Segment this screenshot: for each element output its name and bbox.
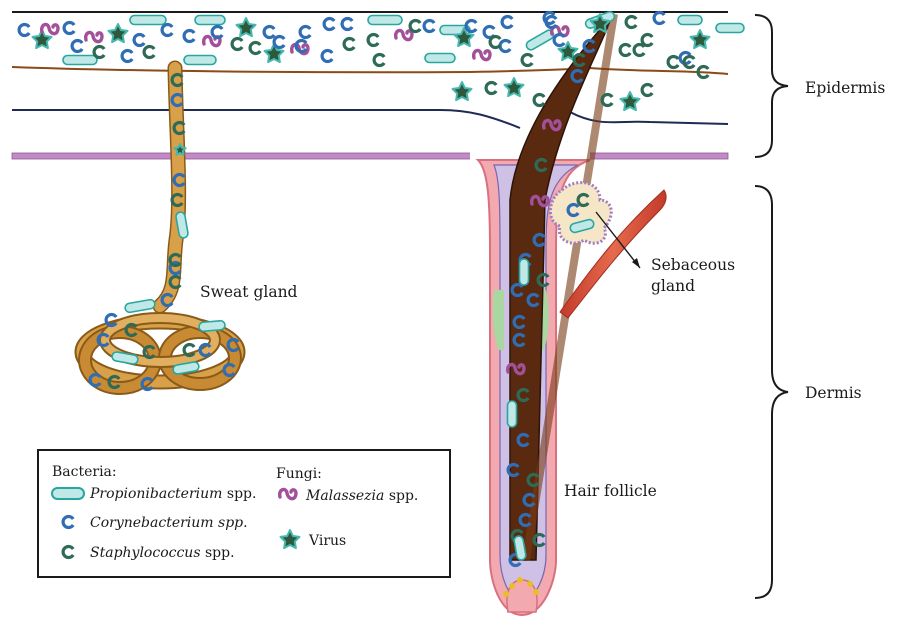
corynebacterium-coccus-icon bbox=[162, 24, 172, 35]
propionibacterium-rod-icon bbox=[425, 54, 455, 63]
staphylococcus-coccus-icon bbox=[232, 39, 242, 50]
virus-star-icon bbox=[691, 30, 710, 48]
propionibacterium-rod-icon bbox=[195, 16, 225, 25]
staphylococcus-coccus-icon bbox=[642, 35, 652, 46]
staphylococcus-coccus-icon bbox=[620, 45, 630, 56]
hair-follicle-label: Hair follicle bbox=[564, 482, 657, 500]
legend-bacteria-heading: Bacteria: bbox=[52, 464, 117, 480]
staphylococcus-coccus-icon bbox=[522, 55, 532, 66]
sebaceous-gland-label-line1: Sebaceous bbox=[651, 256, 735, 274]
corynebacterium-coccus-icon bbox=[184, 31, 194, 42]
staphylococcus-coccus-icon bbox=[374, 55, 384, 66]
epidermis-brace bbox=[755, 15, 788, 157]
legend-item-corynebacterium: Corynebacterium spp. bbox=[90, 515, 248, 531]
propionibacterium-rod-icon bbox=[130, 16, 166, 25]
sebaceous-gland-label-line2: gland bbox=[651, 277, 695, 295]
corynebacterium-coccus-icon bbox=[554, 35, 564, 46]
corynebacterium-coccus-icon bbox=[64, 23, 74, 34]
corynebacterium-coccus-icon bbox=[19, 24, 29, 35]
virus-star-icon bbox=[109, 24, 128, 42]
legend-fungi-heading: Fungi: bbox=[276, 466, 322, 482]
legend-item-virus: Virus bbox=[308, 533, 346, 549]
staphylococcus-coccus-icon bbox=[250, 43, 260, 54]
corynebacterium-coccus-icon bbox=[322, 51, 332, 62]
sweat-gland-label: Sweat gland bbox=[200, 283, 298, 301]
hair-follicle bbox=[478, 14, 614, 615]
staphylococcus-coccus-icon bbox=[486, 83, 496, 94]
corynebacterium-coccus-icon bbox=[324, 19, 334, 30]
virus-star-icon bbox=[237, 18, 256, 36]
propionibacterium-rod-icon bbox=[678, 16, 702, 25]
corynebacterium-coccus-icon bbox=[654, 13, 664, 24]
staphylococcus-coccus-icon bbox=[368, 35, 378, 46]
staphylococcus-coccus-icon bbox=[534, 95, 544, 106]
propionibacterium-rod-icon bbox=[52, 488, 84, 499]
malassezia-fungus-icon bbox=[86, 33, 102, 42]
sweat-gland bbox=[82, 68, 238, 388]
corynebacterium-coccus-icon bbox=[300, 27, 310, 38]
propionibacterium-rod-icon bbox=[508, 401, 517, 427]
corynebacterium-coccus-icon bbox=[274, 37, 284, 48]
malassezia-fungus-icon bbox=[474, 51, 490, 60]
staphylococcus-coccus-icon bbox=[344, 39, 354, 50]
basement-membrane bbox=[12, 153, 728, 159]
sebaceous-gland bbox=[550, 183, 611, 244]
legend-item-malassezia: Malassezia spp. bbox=[305, 488, 418, 504]
corynebacterium-coccus-icon bbox=[72, 41, 82, 52]
propionibacterium-rod-icon bbox=[124, 299, 155, 313]
propionibacterium-rod-icon bbox=[520, 259, 529, 285]
staphylococcus-coccus-icon bbox=[668, 57, 678, 68]
corynebacterium-coccus-icon bbox=[134, 35, 144, 46]
dermis-brace bbox=[755, 186, 788, 598]
propionibacterium-rod-icon bbox=[111, 351, 138, 364]
virus-star-icon bbox=[621, 92, 640, 110]
staphylococcus-coccus-icon bbox=[634, 45, 644, 56]
malassezia-fungus-icon bbox=[396, 31, 412, 40]
propionibacterium-rod-icon bbox=[716, 24, 744, 33]
epidermis-label: Epidermis bbox=[805, 79, 885, 97]
legend-item-staphylococcus: Staphylococcus spp. bbox=[90, 545, 235, 561]
staphylococcus-coccus-icon bbox=[144, 47, 154, 58]
propionibacterium-rod-icon bbox=[63, 56, 97, 65]
epidermis-brown-line bbox=[12, 67, 728, 74]
dermis-label: Dermis bbox=[805, 384, 862, 402]
legend: Bacteria: Fungi: Propionibacterium spp. … bbox=[38, 450, 450, 577]
staphylococcus-coccus-icon bbox=[94, 47, 104, 58]
staphylococcus-coccus-icon bbox=[602, 95, 612, 106]
corynebacterium-coccus-icon bbox=[264, 27, 274, 38]
staphylococcus-coccus-icon bbox=[642, 85, 652, 96]
corynebacterium-coccus-icon bbox=[500, 40, 510, 51]
staphylococcus-coccus-icon bbox=[626, 17, 636, 28]
virus-star-icon bbox=[453, 82, 472, 100]
corynebacterium-coccus-icon bbox=[342, 19, 352, 30]
corynebacterium-coccus-icon bbox=[424, 21, 434, 32]
propionibacterium-rod-icon bbox=[199, 320, 226, 331]
virus-star-icon bbox=[505, 78, 524, 96]
propionibacterium-rod-icon bbox=[368, 16, 402, 25]
corynebacterium-coccus-icon bbox=[502, 17, 512, 28]
staphylococcus-coccus-icon bbox=[410, 21, 420, 32]
corynebacterium-coccus-icon bbox=[466, 21, 476, 32]
propionibacterium-rod-icon bbox=[184, 56, 216, 65]
staphylococcus-coccus-icon bbox=[490, 37, 500, 48]
epidermis-navy-line bbox=[12, 110, 728, 128]
legend-item-propionibacterium: Propionibacterium spp. bbox=[89, 486, 256, 502]
corynebacterium-coccus-icon bbox=[122, 51, 132, 62]
